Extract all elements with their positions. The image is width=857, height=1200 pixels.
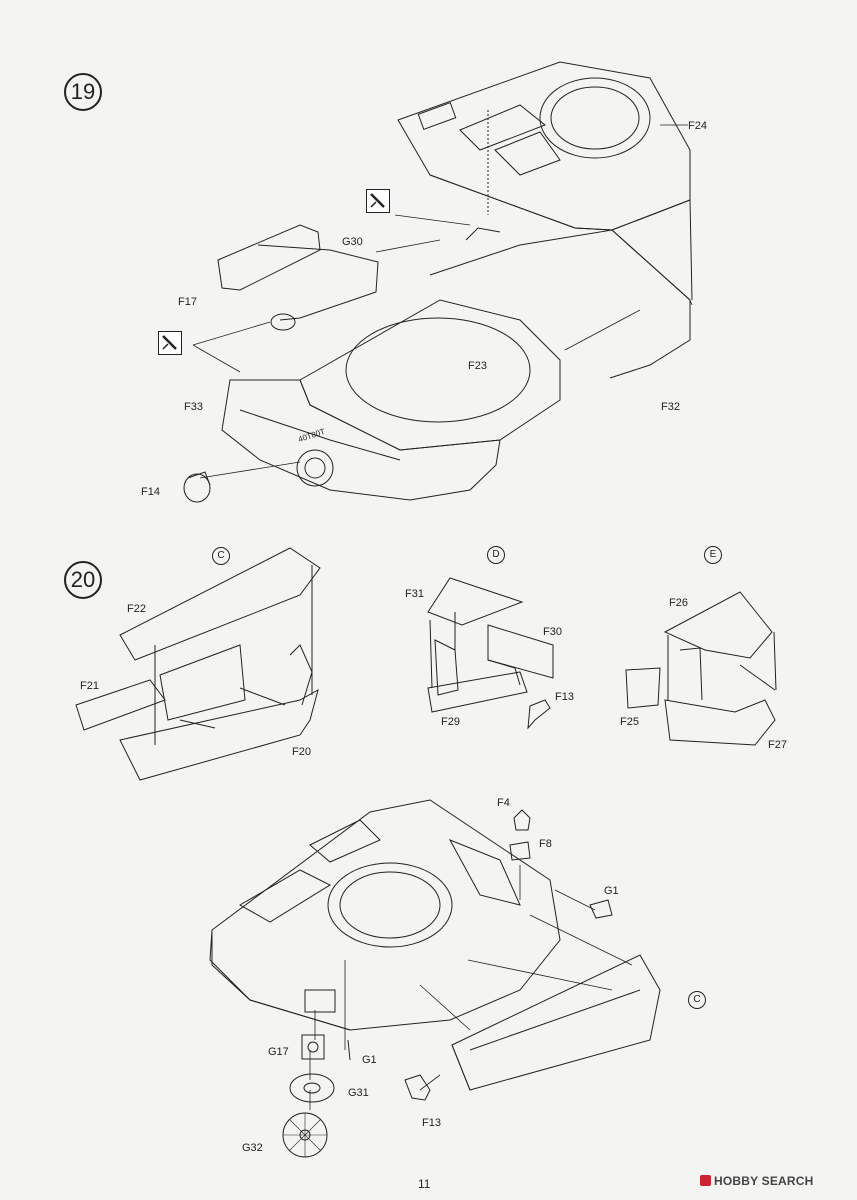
part-label-f29: F29 (441, 716, 460, 728)
subassembly-c (75, 547, 321, 781)
turret-step20 (209, 799, 561, 1031)
part-label-f30: F30 (543, 626, 562, 638)
cement-icon (158, 331, 182, 355)
leader-lines-step20 (309, 865, 633, 1110)
subassembly-marker-c: C (212, 547, 230, 565)
part-label-f33: F33 (184, 401, 203, 413)
turret-top-f24 (397, 61, 691, 231)
watermark: HOBBY SEARCH (700, 1174, 814, 1188)
part-f14 (183, 471, 211, 503)
subassembly-marker-d: D (487, 546, 505, 564)
turret-floor-f23 (299, 299, 561, 451)
side-skirt-step20 (451, 954, 661, 1091)
small-parts-step20 (282, 809, 613, 1158)
step-number-20: 20 (64, 561, 102, 599)
part-label-g31: G31 (348, 1087, 369, 1099)
gun-cradle-g30-f17 (217, 224, 379, 331)
part-label-f21: F21 (80, 680, 99, 692)
part-label-f25: F25 (620, 716, 639, 728)
part-label-f13: F13 (555, 691, 574, 703)
page-number: 11 (418, 1177, 431, 1191)
part-label-f22: F22 (127, 603, 146, 615)
part-label-f32: F32 (661, 401, 680, 413)
part-label-f8: F8 (539, 838, 552, 850)
subassembly-marker-c: C (688, 991, 706, 1009)
turret-sides (429, 199, 693, 379)
part-label-g1: G1 (362, 1054, 377, 1066)
part-label-f17: F17 (178, 296, 197, 308)
leader-lines (192, 124, 693, 479)
part-label-f27: F27 (768, 739, 787, 751)
part-label-g1: G1 (604, 885, 619, 897)
part-label-f13: F13 (422, 1117, 441, 1129)
hobbysearch-logo-icon (700, 1175, 711, 1186)
part-label-f23: F23 (468, 360, 487, 372)
part-label-f26: F26 (669, 597, 688, 609)
part-label-g32: G32 (242, 1142, 263, 1154)
subassembly-e (625, 591, 777, 746)
step-number-19: 19 (64, 73, 102, 111)
part-label-g17: G17 (268, 1046, 289, 1058)
part-label-f4: F4 (497, 797, 510, 809)
part-label-f31: F31 (405, 588, 424, 600)
watermark-text: HOBBY SEARCH (714, 1174, 814, 1188)
subassembly-marker-e: E (704, 546, 722, 564)
subassembly-d (427, 577, 554, 730)
part-label-f14: F14 (141, 486, 160, 498)
part-label-g30: G30 (342, 236, 363, 248)
turret-hull-lower (221, 379, 501, 501)
part-label-f20: F20 (292, 746, 311, 758)
part-label-f24: F24 (688, 120, 707, 132)
cement-icon (366, 189, 390, 213)
